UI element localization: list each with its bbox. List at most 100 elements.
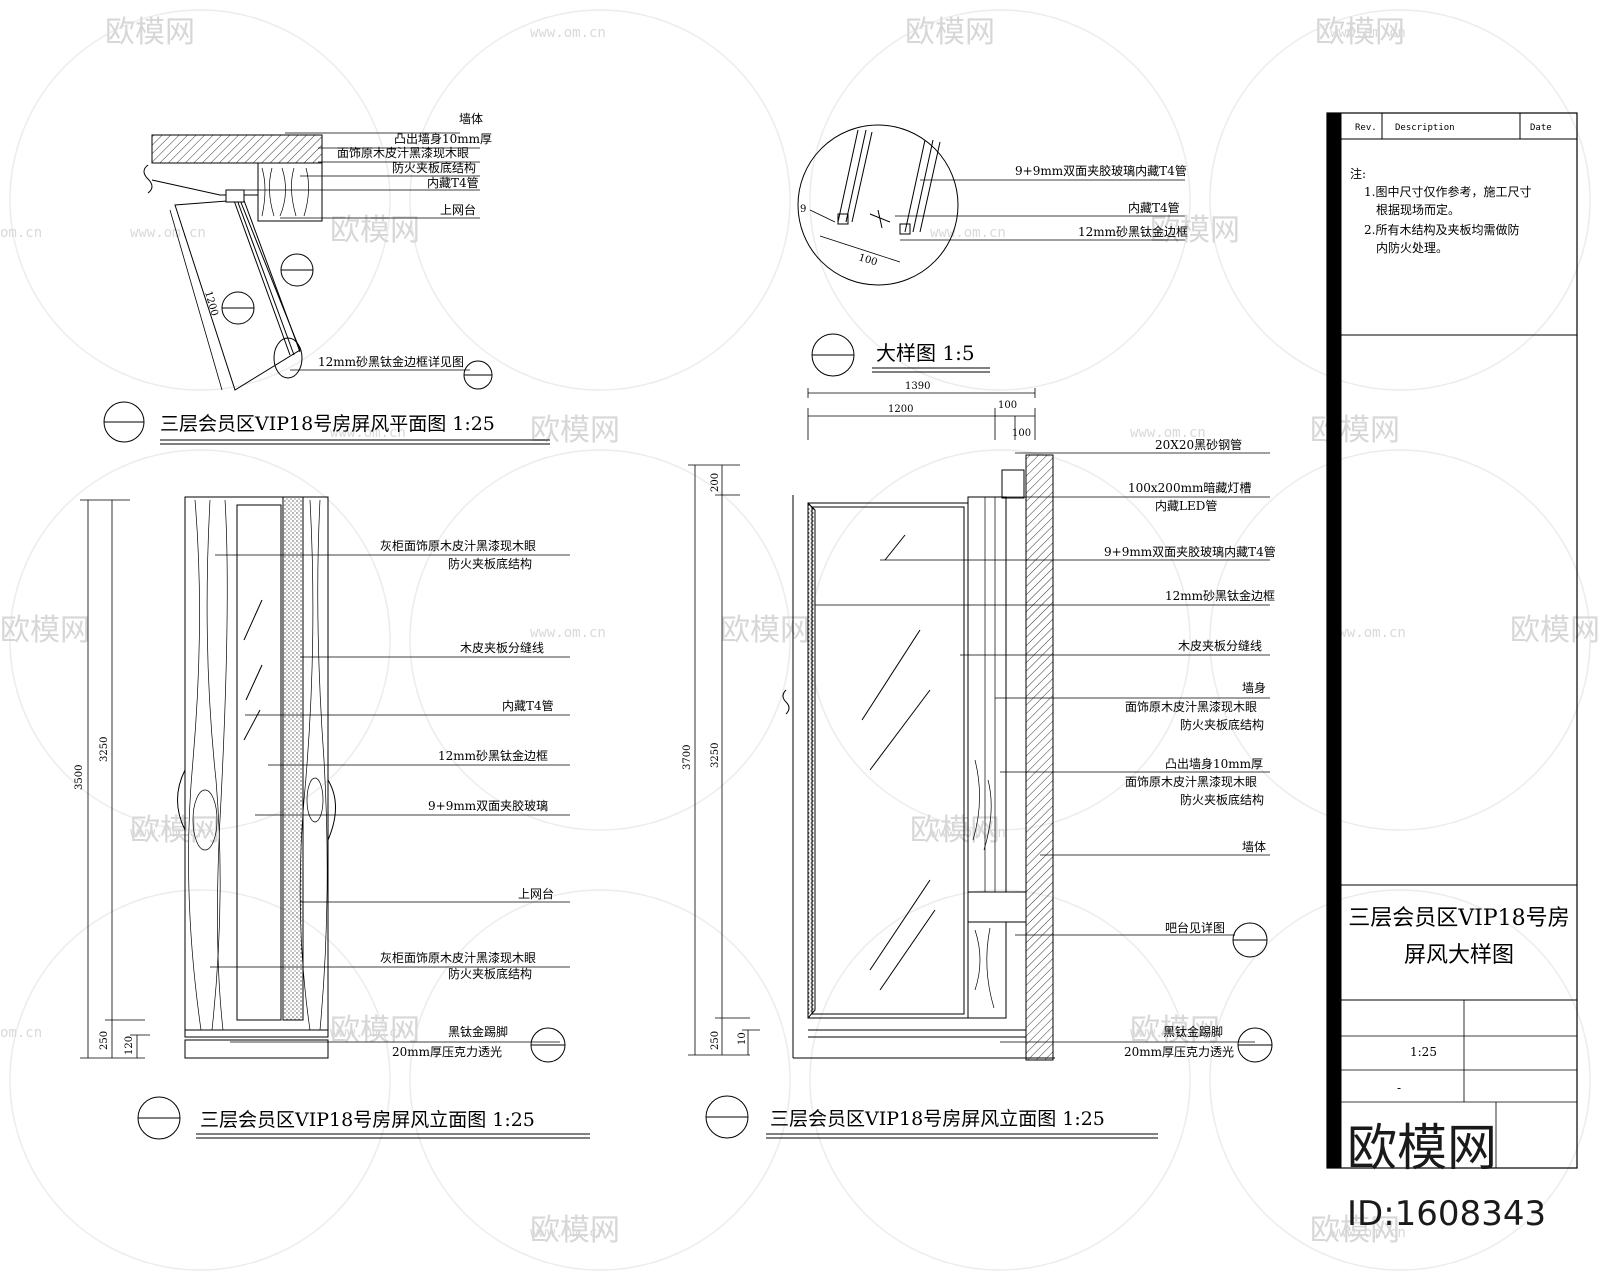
- rev-label: Rev.: [1355, 123, 1377, 133]
- watermark-url: www.om.cn: [930, 225, 1006, 241]
- elev-left-screen: [177, 496, 336, 1059]
- elev-left-annotations: 灰柜面饰原木皮汁黑漆现木眼 防火夹板底结构 木皮夹板分缝线 内藏T4管 12mm…: [380, 539, 554, 1059]
- watermark-arcs: [9, 9, 1591, 1271]
- annotation: 灰柜面饰原木皮汁黑漆现木眼: [380, 539, 536, 553]
- elev-left-dims: 3500 3250 250 120: [74, 499, 150, 1059]
- plan-annotations: 墙体 凸出墙身10mm厚 面饰原木皮汁黑漆现木眼 防火夹板底结构 内藏T4管 上…: [318, 112, 492, 369]
- notes-heading: 注:: [1350, 166, 1366, 181]
- plan-leaders: [240, 132, 480, 371]
- annotation: 防火夹板底结构: [448, 556, 532, 571]
- annotation: 墙体: [459, 112, 483, 126]
- dim-label: 3500: [74, 765, 85, 790]
- annotation: 内藏T4管: [1128, 200, 1180, 215]
- date-label: Date: [1530, 123, 1552, 133]
- detail-view: 100 9 9+9mm双面夹胶玻璃内藏T4管 内藏T4管 12mm砂黑钛金边框 …: [797, 124, 1188, 377]
- watermark-brand: 欧模网: [905, 15, 995, 50]
- watermark-url: www.om.cn: [130, 225, 206, 241]
- elev-right-leaders: [815, 452, 1270, 1043]
- title-underline: [196, 1133, 590, 1139]
- elevation-right: 1390 1200 100 100 3700 200 3250 250 10: [682, 381, 1276, 1139]
- note-line: 2.所有木结构及夹板均需做防: [1364, 222, 1519, 237]
- elev-right-annotations: 20X20黑砂钢管 100x200mm暗藏灯槽 内藏LED管 9+9mm双面夹胶…: [1104, 437, 1276, 1059]
- watermark-brands: 欧模网 欧模网 欧模网 欧模网 欧模网 欧模网 欧模网 欧模网 欧模网 欧模网 …: [0, 15, 1600, 1248]
- annotation: 9+9mm双面夹胶玻璃: [428, 798, 548, 813]
- note-line: 根据现场而定。: [1376, 202, 1460, 217]
- watermark-url: www.om.cn: [1330, 25, 1406, 41]
- elevation-right-title: 三层会员区VIP18号房屏风立面图 1:25: [770, 1108, 1105, 1130]
- watermark-layer: 欧模网 欧模网 欧模网 欧模网 欧模网 欧模网 欧模网 欧模网 欧模网 欧模网 …: [0, 9, 1600, 1271]
- watermark-url: www.om.cn: [1330, 625, 1406, 641]
- scale-value: 1:25: [1410, 1045, 1437, 1059]
- annotation: 上网台: [518, 886, 554, 901]
- annotation: 墙身: [1242, 680, 1266, 695]
- dim-label: 3250: [99, 737, 110, 762]
- plan-view: 1200 墙体 凸出墙身10mm厚 面饰原木皮汁黑漆现木眼 防火夹板底结构 内藏…: [103, 112, 550, 445]
- watermark-brand: 欧模网: [1310, 1213, 1400, 1248]
- annotation: 吧台见详图: [1165, 920, 1225, 935]
- watermark-url: www.om.cn: [130, 825, 206, 841]
- dim-label: 1390: [905, 381, 930, 392]
- notes: 注: 1.图中尺寸仅作参考，施工尺寸 根据现场而定。 2.所有木结构及夹板均需做…: [1350, 166, 1531, 255]
- annotation: 内藏T4管: [502, 698, 554, 713]
- watermark-urls: www.om.cn www.om.cn www.om.cn www.om.cn …: [0, 25, 1406, 1241]
- annotation: 面饰原木皮汁黑漆现木眼: [1125, 700, 1257, 714]
- drawing-name-line1: 三层会员区VIP18号房: [1348, 906, 1569, 931]
- watermark-brand: 欧模网: [130, 813, 220, 848]
- annotation: 防火夹板底结构: [448, 966, 532, 981]
- note-line: 1.图中尺寸仅作参考，施工尺寸: [1364, 184, 1531, 199]
- annotation: 防火夹板底结构: [1180, 792, 1264, 807]
- annotation: 12mm砂黑钛金边框: [1165, 588, 1275, 603]
- watermark-brand: 欧模网: [530, 413, 620, 448]
- watermark-brand: 欧模网: [1315, 15, 1405, 50]
- elev-right-left-dims: 3700 200 3250 250 10: [682, 464, 760, 1056]
- detail-dim-small: 9: [800, 204, 806, 215]
- watermark-url: www.om.cn: [1130, 1025, 1206, 1041]
- watermark-url: www.om.cn: [330, 425, 406, 441]
- watermark-brand: 欧模网: [530, 1213, 620, 1248]
- detail-annotations: 9+9mm双面夹胶玻璃内藏T4管 内藏T4管 12mm砂黑钛金边框: [1015, 163, 1188, 239]
- annotation: 12mm砂黑钛金边框: [1078, 224, 1188, 239]
- watermark-url: www.om.cn: [330, 1025, 406, 1041]
- title-underline: [160, 439, 550, 445]
- detail-dim-100: 100: [857, 252, 878, 268]
- watermark-brand: 欧模网: [1310, 413, 1400, 448]
- watermark-brand: 欧模网: [1510, 613, 1600, 648]
- annotation: 12mm砂黑钛金边框: [438, 748, 548, 763]
- annotation: 20X20黑砂钢管: [1155, 437, 1242, 452]
- watermark-url: www.om.cn: [1330, 1225, 1406, 1241]
- watermark-brand: 欧模网: [105, 15, 195, 50]
- watermark-brand: 欧模网: [1150, 213, 1240, 248]
- detail-view-title: 大样图 1:5: [876, 341, 975, 365]
- watermark-url-edge: om.cn: [0, 225, 42, 241]
- watermark-url: www.om.cn: [1130, 425, 1206, 441]
- brand-watermark-text: 欧模网: [1347, 1119, 1497, 1177]
- elevation-left: 3500 3250 250 120: [74, 496, 590, 1140]
- plan-view-title: 三层会员区VIP18号房屏风平面图 1:25: [160, 413, 495, 435]
- annotation: 面饰原木皮汁黑漆现木眼: [1125, 775, 1257, 789]
- detail-circle: [797, 124, 959, 286]
- annotation: 木皮夹板分缝线: [1178, 638, 1262, 653]
- dim-label: 250: [710, 1031, 721, 1050]
- annotation: 内藏LED管: [1155, 498, 1217, 513]
- title-block: Rev. Description Date 注: 1.图中尺寸仅作参考，施工尺寸…: [1326, 112, 1578, 1169]
- watermark-url: www.om.cn: [530, 1225, 606, 1241]
- title-block-binding-strip: [1326, 112, 1342, 1169]
- annotation: 12mm砂黑钛金边框详见图: [318, 354, 464, 369]
- annotation: 黑钛金踢脚: [448, 1024, 508, 1039]
- elev-right-screen: [782, 454, 1055, 1061]
- plan-screen-panel: [174, 189, 303, 391]
- watermark-url: www.om.cn: [530, 25, 606, 41]
- annotation: 墙体: [1242, 840, 1266, 854]
- annotation: 上网台: [440, 202, 476, 217]
- annotation: 黑钛金踢脚: [1163, 1024, 1223, 1039]
- dim-label: 120: [124, 1036, 135, 1055]
- annotation: 防火夹板底结构: [392, 160, 476, 175]
- dim-label: 1200: [888, 404, 913, 415]
- annotation: 凸出墙身10mm厚: [394, 131, 492, 146]
- annotation: 100x200mm暗藏灯槽: [1128, 480, 1251, 495]
- elevation-left-title: 三层会员区VIP18号房屏风立面图 1:25: [200, 1109, 535, 1131]
- plan-wall: [143, 134, 323, 222]
- dash-value: -: [1397, 1081, 1401, 1095]
- detail-leaders: [895, 179, 1185, 241]
- annotation: 凸出墙身10mm厚: [1165, 756, 1263, 771]
